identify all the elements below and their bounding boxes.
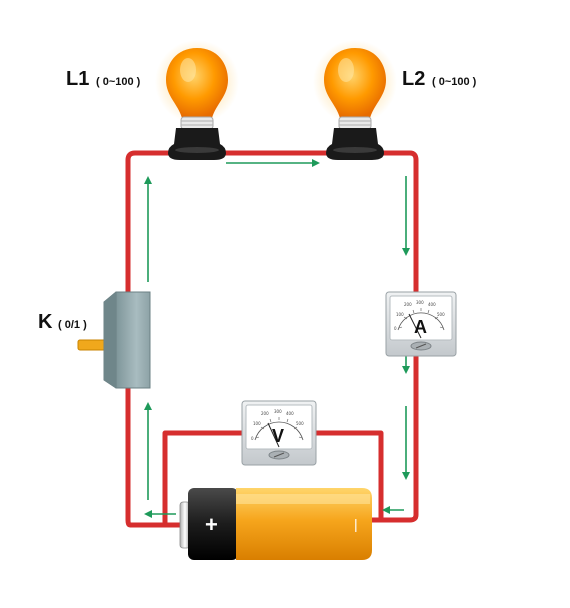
voltmeter-scale-5: 500 <box>296 421 304 426</box>
switch-k[interactable] <box>77 291 151 389</box>
voltmeter-scale-2: 200 <box>261 411 269 416</box>
voltmeter-letter: V <box>272 426 284 446</box>
lamp-l1-range: ( 0~100 ) <box>96 76 141 88</box>
wire-loop <box>125 150 419 528</box>
ammeter-scale-4: 400 <box>428 302 436 307</box>
ammeter-needle <box>408 313 422 339</box>
ammeter-scale-5: 500 <box>437 312 445 317</box>
lamp-l1 <box>155 40 239 160</box>
battery-body <box>236 488 372 560</box>
lamp-l2-label: L2 <box>402 68 425 90</box>
ammeter-scale-0: 0 <box>394 326 397 331</box>
voltmeter-wire <box>162 430 384 525</box>
ammeter-scale-3: 300 <box>416 300 424 305</box>
lamp-l2-range: ( 0~100 ) <box>432 76 477 88</box>
ammeter-scale-1: 100 <box>396 312 404 317</box>
battery: + | <box>179 488 372 560</box>
voltmeter: 0 100 200 300 400 500 V <box>241 400 317 466</box>
ammeter-letter: A <box>414 317 427 337</box>
voltmeter-scale-3: 300 <box>274 409 282 414</box>
ammeter: 0 100 200 300 400 500 A <box>385 291 457 357</box>
voltmeter-needle <box>267 422 280 448</box>
lamp-l2 <box>313 40 397 160</box>
current-arrows <box>144 159 410 518</box>
voltmeter-scale-1: 100 <box>253 421 261 426</box>
lamp-l1-socket <box>168 128 226 160</box>
voltmeter-scale-4: 400 <box>286 411 294 416</box>
battery-positive-label: + <box>205 512 218 537</box>
lamp-l2-socket <box>326 128 384 160</box>
voltmeter-scale-0: 0 <box>251 436 254 441</box>
battery-negative-label: | <box>354 516 358 532</box>
lamp-l1-label: L1 <box>66 68 89 90</box>
switch-lever[interactable] <box>77 339 107 351</box>
switch-range: ( 0/1 ) <box>58 319 87 331</box>
switch-label: K <box>38 311 53 333</box>
battery-positive-end <box>188 488 238 560</box>
ammeter-scale-2: 200 <box>404 302 412 307</box>
